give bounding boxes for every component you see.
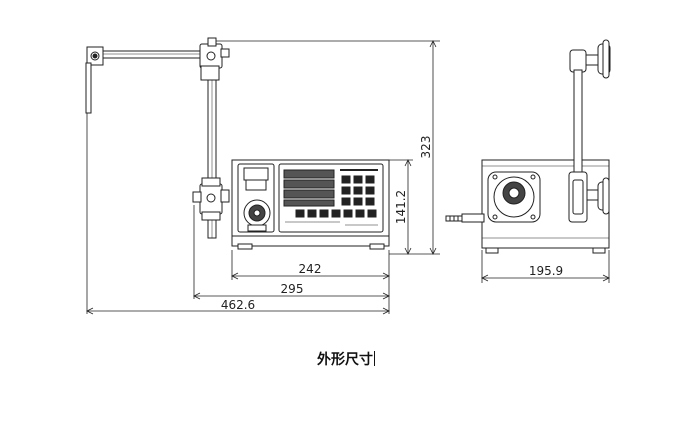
dimension-lines xyxy=(86,40,610,315)
dim-label-462-6: 462.6 xyxy=(221,298,255,312)
dim-label-242: 242 xyxy=(299,262,322,276)
machine-body xyxy=(231,159,390,250)
text-cursor xyxy=(374,351,375,366)
dim-label-141-2: 141.2 xyxy=(394,190,408,224)
dim-label-323: 323 xyxy=(419,136,433,159)
top-clamp xyxy=(199,37,230,81)
dim-label-295: 295 xyxy=(281,282,304,296)
side-view xyxy=(445,39,611,254)
caption: 外形尺寸 xyxy=(0,349,692,369)
hose-fitting xyxy=(445,213,485,223)
front-view xyxy=(85,37,390,250)
lower-clamp xyxy=(192,177,230,221)
swing-arm xyxy=(85,46,211,114)
side-pump-head xyxy=(487,171,541,223)
dim-label-195-9: 195.9 xyxy=(529,264,563,278)
side-arm xyxy=(568,39,611,223)
caption-text: 外形尺寸 xyxy=(317,352,373,368)
